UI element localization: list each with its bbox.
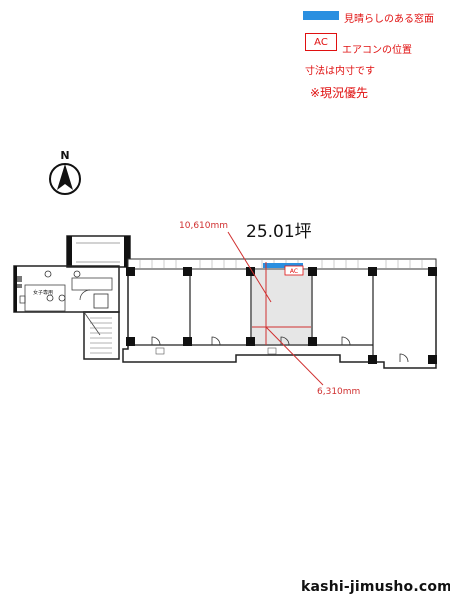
dimension-note: 寸法は内寸です [305,66,375,77]
ac-marker-text: AC [290,268,298,275]
site-url: kashi-jimusho.com [301,579,450,595]
north-letter: N [60,149,69,162]
restroom-block: 女子専用 [13,265,120,313]
stair-block [83,311,120,360]
view-window-label: 見晴らしのある窓面 [344,14,434,25]
floor-area-label: 25.01坪 [246,222,312,242]
core-block [66,235,131,268]
ac-legend-label: エアコンの位置 [342,45,412,56]
north-arrow-icon: N [49,149,81,195]
depth-dimension-label: 6,310mm [317,387,361,397]
main-floor: AC [122,231,437,386]
width-dimension-label: 10,610mm [179,221,229,231]
ac-legend-text: AC [314,36,328,48]
view-window-swatch [303,11,339,20]
view-window-marker [263,263,303,268]
ac-legend-box: AC [305,33,337,51]
priority-note: ※現況優先 [310,86,369,100]
ac-marker [284,265,304,276]
restroom-label: 女子専用 [33,289,53,296]
